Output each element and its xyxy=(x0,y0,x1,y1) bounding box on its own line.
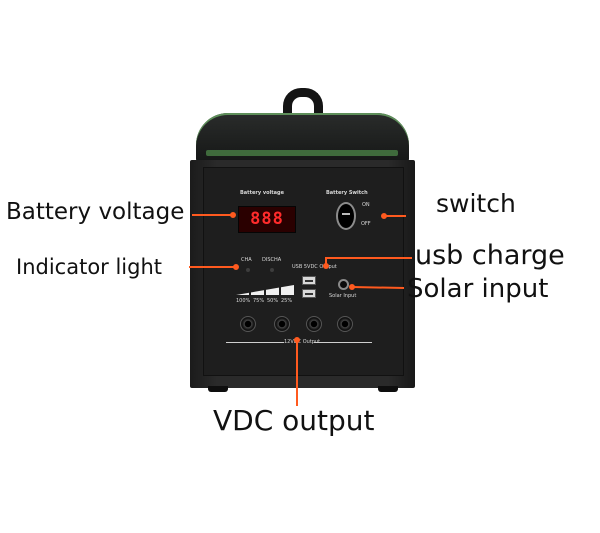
callout-battery-voltage: Battery voltage xyxy=(6,199,185,225)
solar-input-label: Solar Input xyxy=(329,293,357,299)
switch-on-label: ON xyxy=(362,202,370,208)
battery-switch[interactable] xyxy=(336,202,356,230)
front-panel xyxy=(203,167,404,376)
usb-port-2[interactable] xyxy=(302,289,316,298)
dc-output-port-3[interactable] xyxy=(306,316,322,332)
panel-battery-switch-label: Battery Switch xyxy=(326,190,368,196)
level-label-100: 100% xyxy=(236,298,251,304)
discha-label: DISCHA xyxy=(262,257,282,263)
cha-label: CHA xyxy=(241,257,252,263)
callout-indicator-light: Indicator light xyxy=(16,255,163,279)
dc-label-rule-left xyxy=(226,342,284,343)
level-label-50: 50% xyxy=(267,298,279,304)
dc-output-port-1[interactable] xyxy=(240,316,256,332)
callout-vdc-output: VDC output xyxy=(213,404,375,437)
dc-output-port-2[interactable] xyxy=(274,316,290,332)
callout-solar-input: Solar input xyxy=(407,274,549,304)
right-foot xyxy=(378,386,398,392)
switch-off-label: OFF xyxy=(361,221,371,227)
callout-usb-charge: usb charge xyxy=(415,240,565,271)
dc-output-label: 12VDC Output xyxy=(284,339,321,345)
battery-level-bars xyxy=(236,284,294,296)
discha-indicator-led xyxy=(270,268,274,272)
solar-input-jack[interactable] xyxy=(338,279,349,290)
cha-indicator-led xyxy=(246,268,250,272)
dc-label-rule-right xyxy=(314,342,372,343)
voltage-display: 888 xyxy=(238,206,296,233)
level-label-25: 25% xyxy=(281,298,293,304)
callout-switch: switch xyxy=(436,189,516,218)
usb-output-label: USB 5VDC Output xyxy=(292,264,337,270)
dc-output-port-4[interactable] xyxy=(337,316,353,332)
left-foot xyxy=(208,386,228,392)
panel-battery-voltage-label: Battery voltage xyxy=(240,190,284,196)
usb-port-1[interactable] xyxy=(302,276,316,285)
level-label-75: 75% xyxy=(253,298,265,304)
lid-accent-stripe xyxy=(206,150,398,156)
